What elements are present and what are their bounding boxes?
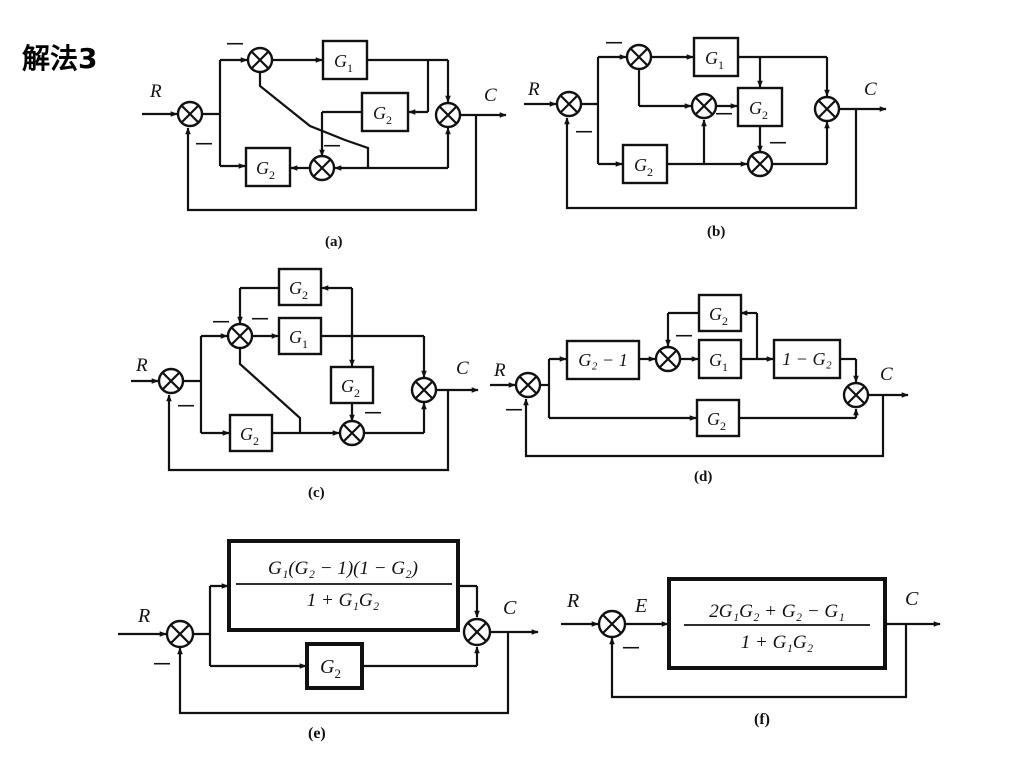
block-1-minus-g2-d-label: 1 − G₂ <box>782 349 831 369</box>
label-c-e: C <box>503 597 517 619</box>
block-closed-loop-tf-f <box>667 577 887 670</box>
caption-c: (c) <box>308 485 325 501</box>
block-g1-b <box>692 36 740 78</box>
block-g2-minus-1-d-label: G₂ − 1 <box>578 350 627 370</box>
minus-sign-a2: — <box>227 35 243 52</box>
block-g1-a-label: G1 <box>334 51 353 75</box>
label-r-b: R <box>527 79 540 100</box>
label-e-f: E <box>634 595 647 617</box>
block-forward-tf-e <box>227 539 460 632</box>
minus-sign-b2: — <box>606 34 622 51</box>
minus-sign-f1: — <box>623 639 639 656</box>
caption-f: (f) <box>754 711 770 728</box>
diagram-d: R — G₂ − 1 — G1 G2 1 − G₂ G2 <box>490 293 909 485</box>
label-c-b: C <box>864 79 877 100</box>
block-g2-minus-1-d <box>565 339 641 381</box>
caption-a: (a) <box>325 234 343 250</box>
label-c-d: C <box>880 364 893 385</box>
block-g2-c-lower-label: G2 <box>240 424 259 448</box>
block-g1-d-label: G1 <box>709 350 728 374</box>
minus-sign-b1: — <box>576 123 592 140</box>
label-r-d: R <box>493 360 506 381</box>
minus-sign-c4: — <box>365 404 381 421</box>
block-1-minus-g2-d <box>772 338 842 380</box>
minus-sign-b3: — <box>716 105 732 122</box>
minus-sign-d2: — <box>676 327 692 344</box>
minus-sign-b4: — <box>770 134 786 151</box>
minus-sign-c1: — <box>178 397 194 414</box>
label-r-c: R <box>135 355 148 376</box>
label-r-e: R <box>137 605 150 627</box>
diagram-c: R — — — G2 G1 G2 — G2 <box>131 267 479 501</box>
block-g2-c-top-label: G2 <box>289 278 308 302</box>
block-g2-a-upper-label: G2 <box>373 103 392 127</box>
label-c-f: C <box>905 588 919 610</box>
tf-f-numerator: 2G₁G₂ + G₂ − G₁ <box>709 601 844 622</box>
minus-sign-a3: — <box>324 137 340 154</box>
block-g2-e <box>305 642 364 690</box>
block-g2-e-label: G2 <box>320 656 341 681</box>
block-g2-d-top-label: G2 <box>709 304 728 328</box>
diagram-a: R — — G1 G2 — G2 <box>142 35 507 250</box>
block-g2-a-lower <box>244 146 292 188</box>
label-c-c: C <box>456 358 469 379</box>
label-r-f: R <box>566 590 579 612</box>
label-c-a: C <box>484 85 497 106</box>
slide-title: 解法3 <box>22 42 97 75</box>
minus-sign-c2: — <box>213 313 229 330</box>
block-g1-b-label: G1 <box>705 48 724 72</box>
caption-b: (b) <box>707 224 725 240</box>
minus-sign-c3: — <box>252 310 268 327</box>
tf-e-numerator: G₁(G₂ − 1)(1 − G₂) <box>268 558 418 579</box>
diagram-e: R — G₁(G₂ − 1)(1 − G₂) 1 + G₁G₂ G2 C (e) <box>118 539 539 742</box>
block-g2-b-mid-label: G2 <box>749 98 768 122</box>
caption-d: (d) <box>694 469 712 485</box>
block-g2-b-lower-label: G2 <box>634 155 653 179</box>
caption-e: (e) <box>308 725 326 742</box>
block-g2-c-mid-label: G2 <box>341 376 360 400</box>
block-g1-c <box>277 316 323 356</box>
block-g1-a <box>321 39 369 81</box>
block-g2-d-lower-label: G2 <box>707 409 726 433</box>
minus-sign-d1: — <box>506 401 522 418</box>
block-g2-a-lower-label: G2 <box>256 158 275 182</box>
minus-sign-a1: — <box>196 135 212 152</box>
tf-f-denominator: 1 + G₁G₂ <box>741 632 814 653</box>
block-g2-c-lower <box>228 413 274 453</box>
block-g2-d-lower <box>695 398 741 438</box>
block-g2-c-top <box>277 267 323 307</box>
block-g1-c-label: G1 <box>289 327 308 351</box>
diagram-b: R — — G1 G2 — — G2 <box>524 34 887 240</box>
diagram-f: R — E 2G₁G₂ + G₂ − G₁ 1 + G₁G₂ C (f) <box>561 577 941 728</box>
label-r-a: R <box>149 81 162 102</box>
minus-sign-e1: — <box>154 655 170 672</box>
block-g2-b-lower <box>621 143 669 185</box>
tf-e-denominator: 1 + G₁G₂ <box>307 590 380 611</box>
